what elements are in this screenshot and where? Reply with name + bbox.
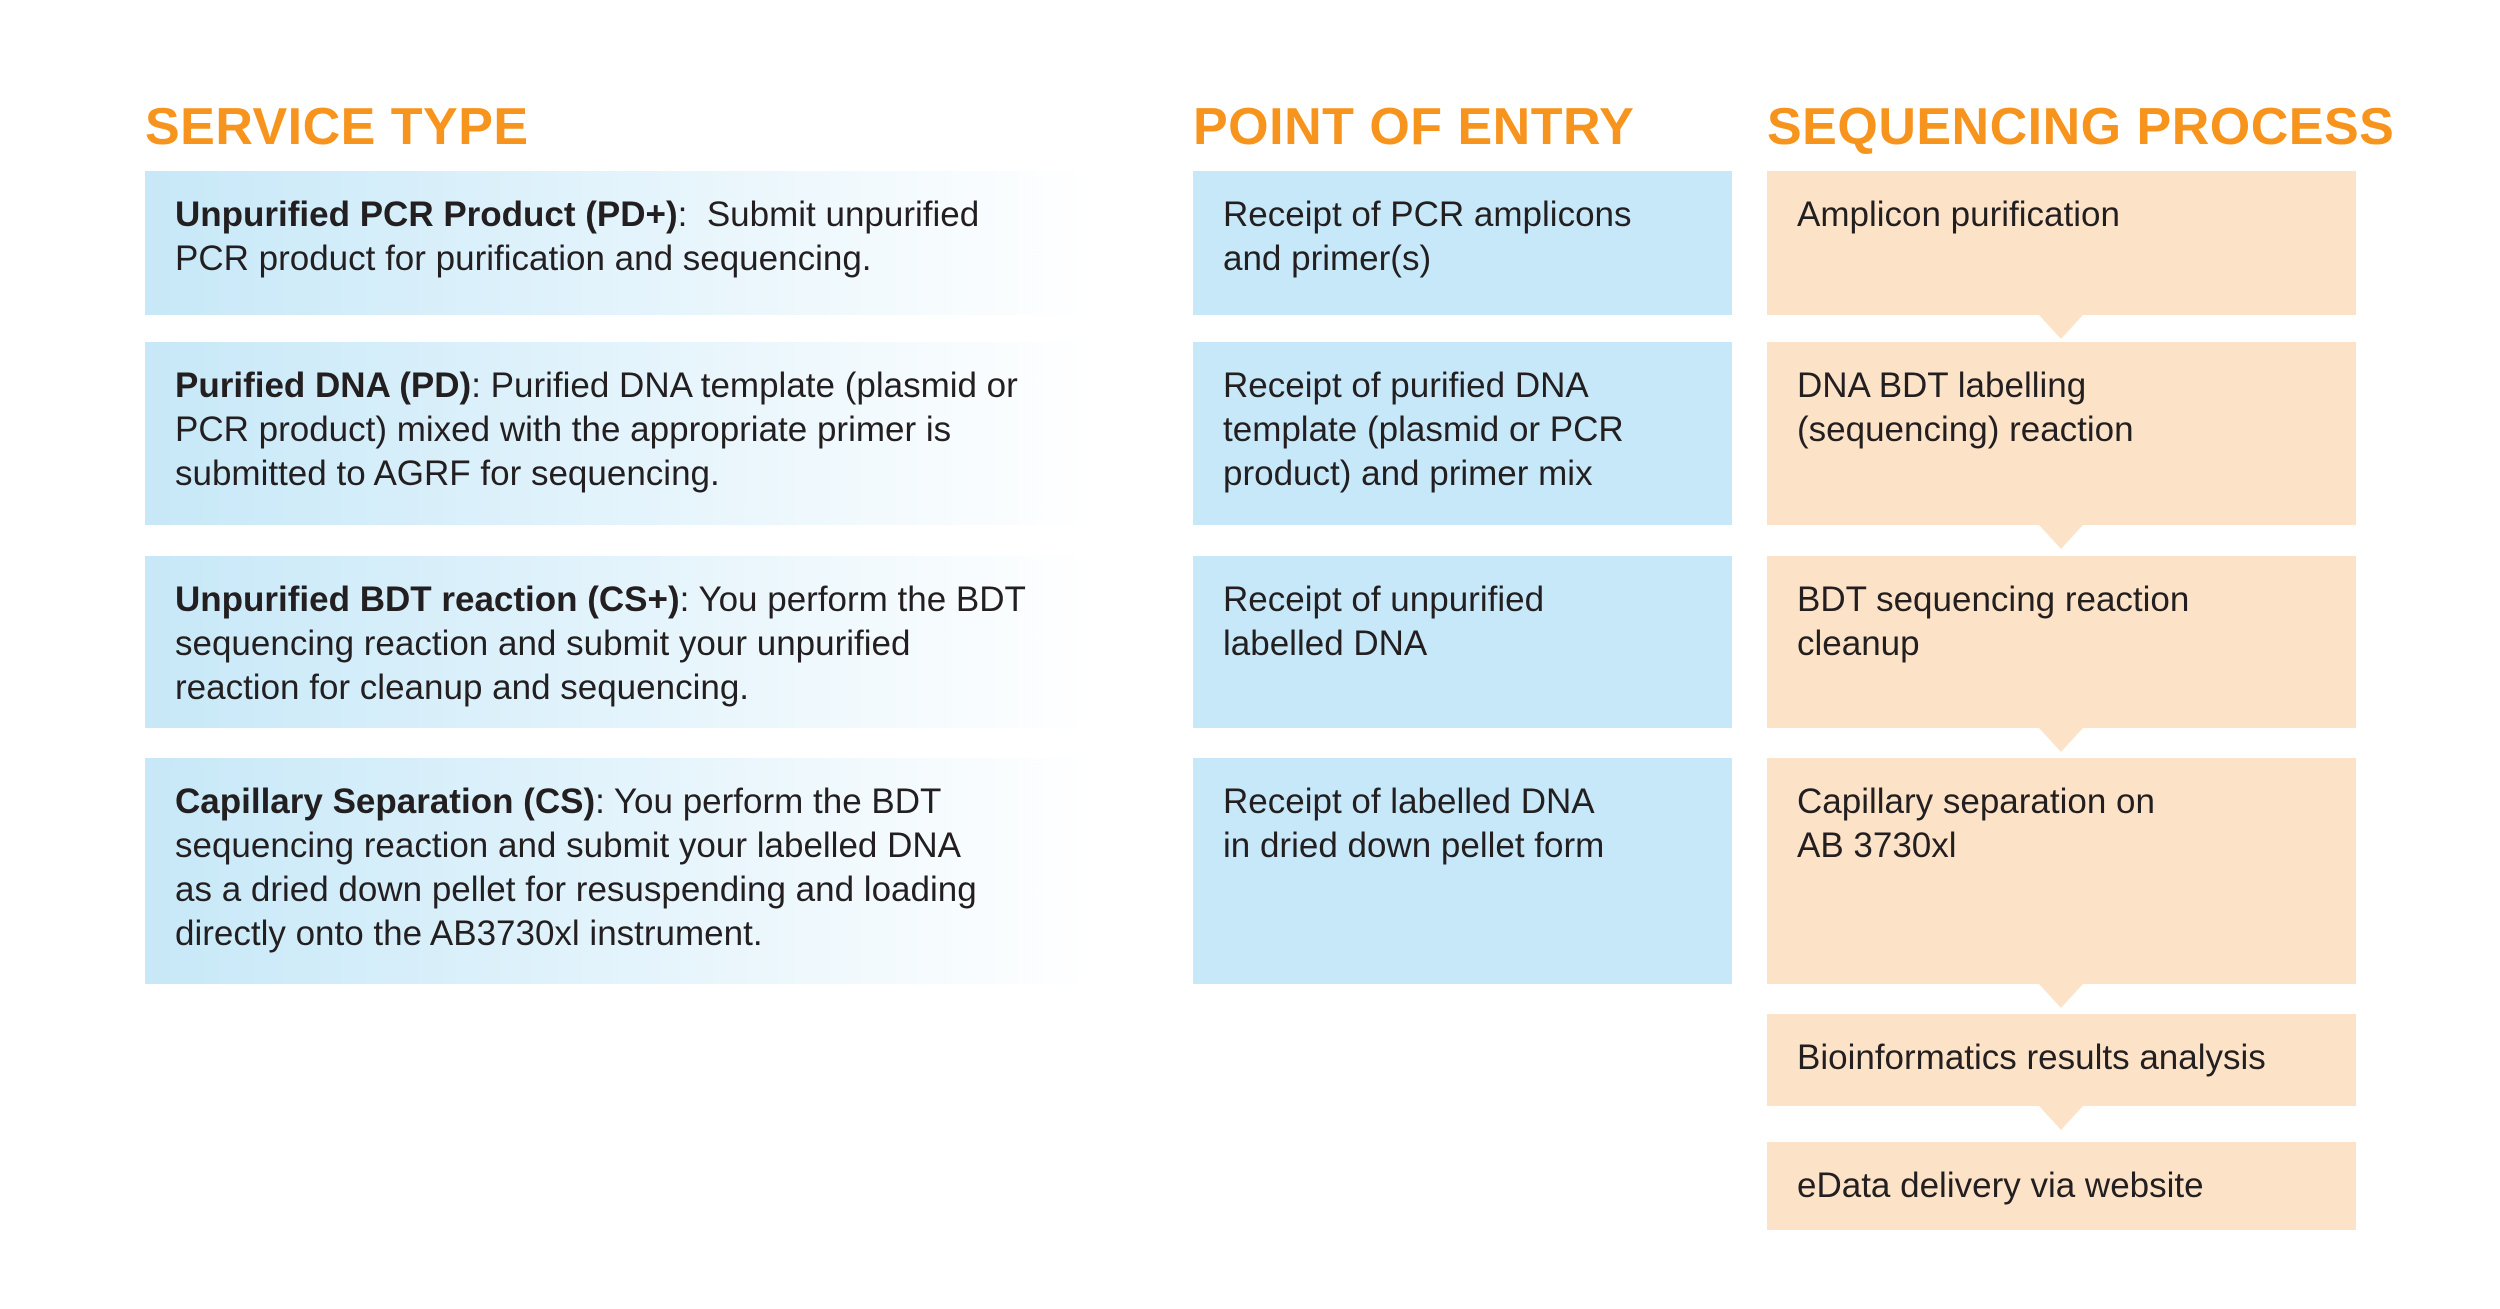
- text-line: template (plasmid or PCR: [1223, 410, 1624, 449]
- text-line: DNA BDT labelling: [1797, 366, 2087, 405]
- entry-box-purified-dna: Receipt of purified DNA template (plasmi…: [1193, 342, 1732, 525]
- service-type-box-unpurified-pcr: Unpurified PCR Product (PD+): Submit unp…: [145, 171, 1175, 315]
- flow-down-arrow-icon: [2039, 1106, 2083, 1130]
- text-line: Bioinformatics results analysis: [1797, 1038, 2266, 1077]
- flow-down-arrow-icon: [2039, 525, 2083, 549]
- entry-box-pcr-amplicons: Receipt of PCR amplicons and primer(s): [1193, 171, 1732, 315]
- process-box-bioinformatics: Bioinformatics results analysis: [1767, 1014, 2356, 1106]
- text-line: product) and primer mix: [1223, 454, 1593, 493]
- text-line: Capillary separation on: [1797, 782, 2155, 821]
- flow-down-arrow-icon: [2039, 728, 2083, 752]
- text-line: Receipt of PCR amplicons: [1223, 195, 1632, 234]
- text-line: PCR product) mixed with the appropriate …: [175, 410, 952, 449]
- service-row-text: : Purified DNA template (plasmid or: [471, 366, 1018, 405]
- entry-box-unpurified-labelled-dna: Receipt of unpurified labelled DNA: [1193, 556, 1732, 728]
- text-line: Unpurified BDT reaction (CS+): You perfo…: [175, 578, 1145, 622]
- flow-down-arrow-icon: [2039, 984, 2083, 1008]
- process-box-amplicon-purification: Amplicon purification: [1767, 171, 2356, 315]
- text-line: PCR product for purification and sequenc…: [175, 239, 872, 278]
- service-type-box-unpurified-bdt: Unpurified BDT reaction (CS+): You perfo…: [145, 556, 1175, 728]
- text-line: Receipt of unpurified: [1223, 580, 1545, 619]
- sequencing-process-header: SEQUENCING PROCESS: [1767, 98, 2395, 156]
- text-line: sequencing reaction and submit your labe…: [175, 826, 962, 865]
- service-row-title: Unpurified PCR Product (PD+): [175, 195, 678, 234]
- text-line: AB 3730xl: [1797, 826, 1957, 865]
- text-line: Purified DNA (PD): Purified DNA template…: [175, 364, 1145, 408]
- text-line: directly onto the AB3730xl instrument.: [175, 914, 763, 953]
- text-line: in dried down pellet form: [1223, 826, 1605, 865]
- text-line: labelled DNA: [1223, 624, 1428, 663]
- entry-box-labelled-dna-pellet: Receipt of labelled DNA in dried down pe…: [1193, 758, 1732, 984]
- service-type-header: SERVICE TYPE: [145, 98, 529, 156]
- text-line: Amplicon purification: [1797, 195, 2120, 234]
- process-box-capillary-separation: Capillary separation on AB 3730xl: [1767, 758, 2356, 984]
- text-line: sequencing reaction and submit your unpu…: [175, 624, 911, 663]
- service-type-box-capillary-separation: Capillary Separation (CS): You perform t…: [145, 758, 1175, 984]
- service-row-title: Purified DNA (PD): [175, 366, 472, 405]
- text-line: and primer(s): [1223, 239, 1432, 278]
- text-line: cleanup: [1797, 624, 1920, 663]
- text-line: Unpurified PCR Product (PD+): Submit unp…: [175, 193, 1145, 237]
- service-row-text: : You perform the BDT: [679, 580, 1026, 619]
- process-box-edata-delivery: eData delivery via website: [1767, 1142, 2356, 1230]
- process-box-bdt-cleanup: BDT sequencing reaction cleanup: [1767, 556, 2356, 728]
- process-box-dna-bdt-labelling: DNA BDT labelling (sequencing) reaction: [1767, 342, 2356, 525]
- text-line: BDT sequencing reaction: [1797, 580, 2190, 619]
- text-line: (sequencing) reaction: [1797, 410, 2134, 449]
- service-type-box-purified-dna: Purified DNA (PD): Purified DNA template…: [145, 342, 1175, 525]
- flow-down-arrow-icon: [2039, 315, 2083, 339]
- text-line: as a dried down pellet for resuspending …: [175, 870, 977, 909]
- service-row-title: Unpurified BDT reaction (CS+): [175, 580, 680, 619]
- text-line: Receipt of labelled DNA: [1223, 782, 1595, 821]
- text-line: submitted to AGRF for sequencing.: [175, 454, 720, 493]
- text-line: Receipt of purified DNA: [1223, 366, 1589, 405]
- point-of-entry-header: POINT OF ENTRY: [1193, 98, 1635, 156]
- text-line: Capillary Separation (CS): You perform t…: [175, 780, 1145, 824]
- service-row-text: : You perform the BDT: [595, 782, 942, 821]
- service-row-title: Capillary Separation (CS): [175, 782, 596, 821]
- text-line: reaction for cleanup and sequencing.: [175, 668, 750, 707]
- text-line: eData delivery via website: [1797, 1166, 2204, 1205]
- service-row-text: : Submit unpurified: [677, 195, 980, 234]
